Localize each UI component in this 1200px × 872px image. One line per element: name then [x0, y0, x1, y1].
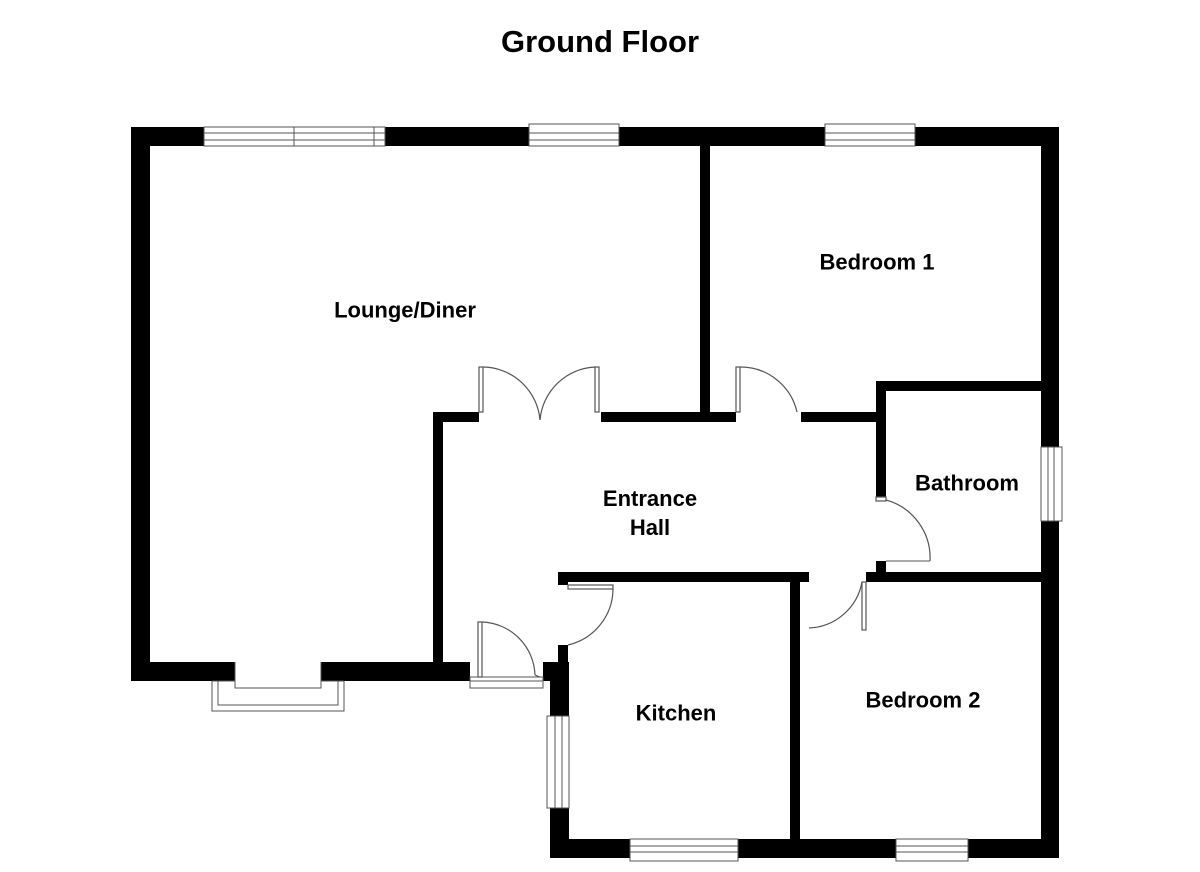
internal-walls	[433, 145, 1042, 840]
window-lounge-top-right	[528, 123, 620, 147]
door-kitchen	[567, 584, 614, 646]
window-kitchen-bottom	[629, 838, 739, 862]
window-bedroom-1	[824, 123, 916, 147]
plan-title: Ground Floor	[500, 24, 700, 59]
room-label-bedroom-1: Bedroom 1	[819, 249, 935, 275]
door-bedroom-2	[808, 581, 867, 631]
room-label-bathroom: Bathroom	[915, 470, 1019, 496]
room-label-kitchen: Kitchen	[635, 700, 717, 726]
window-lounge-bay	[211, 662, 345, 712]
door-bathroom	[875, 496, 931, 562]
door-lounge-double	[478, 366, 600, 421]
room-label-entrance-hall-line-2: Hall	[629, 515, 671, 540]
window-lounge-top	[203, 126, 386, 147]
door-bedroom-1	[735, 366, 798, 413]
room-label-entrance-hall: Entrance Hall	[603, 484, 697, 542]
room-label-lounge-diner: Lounge/Diner	[334, 297, 476, 323]
outer-walls	[131, 127, 1059, 858]
door-front-entrance	[469, 621, 544, 689]
window-kitchen-side	[546, 715, 570, 809]
window-bathroom	[1040, 446, 1063, 522]
room-label-entrance-hall-line-1: Entrance	[602, 486, 698, 511]
room-label-bedroom-2: Bedroom 2	[865, 687, 981, 713]
window-bedroom-2	[895, 838, 969, 862]
